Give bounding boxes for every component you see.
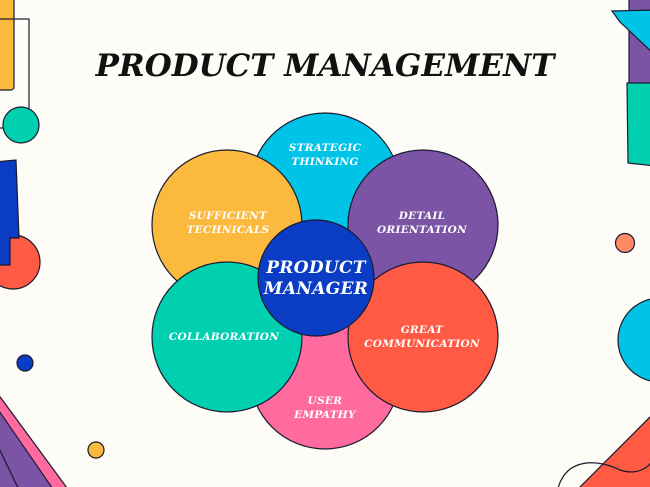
petal-great-communication	[347, 261, 499, 413]
petal-label-great-communication: GREAT COMMUNICATION	[364, 324, 480, 350]
red-triangle-shape	[579, 416, 650, 487]
wave-line-shape	[557, 462, 650, 487]
cyan-circle-shape	[617, 298, 650, 382]
petal-label-sufficient-technicals: SUFFICIENT TECHNICALS	[186, 210, 270, 236]
orange-dot-shape	[614, 232, 636, 254]
teal-block-shape	[626, 82, 650, 167]
petal-label-detail-orientation: DETAIL ORIENTATION	[377, 210, 467, 236]
petal-label-strategic-thinking: STRATEGIC THINKING	[288, 142, 362, 168]
teal-circle-shape	[2, 106, 40, 144]
center-label: PRODUCT MANAGER	[263, 258, 369, 299]
center-circle	[257, 219, 375, 337]
purple-stripe-shape	[0, 411, 53, 487]
blue-dot-shape	[16, 354, 34, 372]
petal-diagram	[151, 112, 499, 450]
yellow-dot-shape	[87, 441, 105, 459]
blue-bar-shape	[0, 159, 20, 266]
petal-label-user-empathy: USER EMPATHY	[294, 395, 356, 421]
cyan-triangle-shape	[610, 9, 650, 52]
yellow-bar-shape	[0, 0, 15, 91]
petal-label-collaboration: COLLABORATION	[168, 331, 280, 343]
stripe-line-shape	[0, 449, 19, 487]
page-title: PRODUCT MANAGEMENT	[95, 48, 555, 84]
